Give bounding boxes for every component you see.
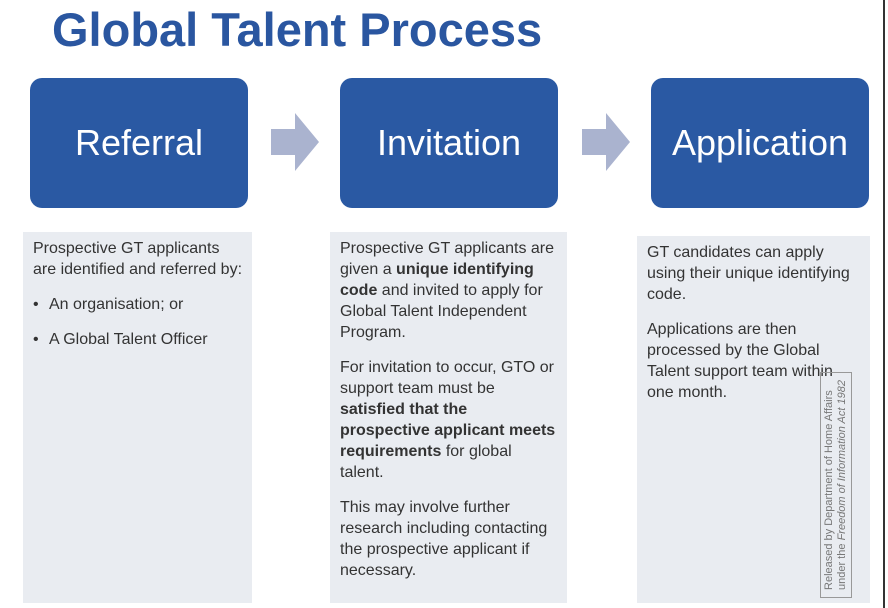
- text: Prospective GT applicants are given a: [340, 240, 555, 278]
- stamp-line-2: under the: [836, 540, 848, 590]
- referral-bullet: A Global Talent Officer: [33, 329, 242, 350]
- emphasis: satisfied that the prospective applicant…: [340, 401, 556, 460]
- stage-invitation: Invitation: [340, 78, 558, 208]
- referral-panel: Prospective GT applicants are identified…: [23, 232, 252, 603]
- referral-bullet: An organisation; or: [33, 294, 242, 315]
- referral-intro: Prospective GT applicants are identified…: [33, 240, 243, 278]
- invitation-para-1: Prospective GT applicants are given a un…: [340, 238, 557, 343]
- foi-release-stamp: Released by Department of Home Affairs u…: [820, 372, 852, 598]
- emphasis: unique identifying code: [340, 261, 534, 299]
- application-panel: GT candidates can apply using their uniq…: [637, 236, 870, 603]
- text: for global talent.: [340, 443, 512, 481]
- page-title: Global Talent Process: [52, 3, 543, 56]
- stamp-line-1: Released by Department of Home Affairs: [823, 390, 835, 590]
- invitation-para-3: This may involve further research includ…: [340, 499, 548, 579]
- application-para-2: Applications are then processed by the G…: [647, 321, 833, 401]
- page-edge-divider: [883, 0, 885, 608]
- arrow-right-icon: [582, 113, 630, 171]
- arrow-right-icon: [271, 113, 319, 171]
- text: For invitation to occur, GTO or support …: [340, 359, 555, 397]
- text: and invited to apply for Global Talent I…: [340, 282, 543, 341]
- invitation-para-2: For invitation to occur, GTO or support …: [340, 357, 557, 483]
- stage-referral: Referral: [30, 78, 248, 208]
- invitation-panel: Prospective GT applicants are given a un…: [330, 232, 567, 603]
- stamp-act-name: Freedom of Information Act 1982: [836, 380, 848, 541]
- application-para-1: GT candidates can apply using their uniq…: [647, 244, 850, 303]
- stage-application: Application: [651, 78, 869, 208]
